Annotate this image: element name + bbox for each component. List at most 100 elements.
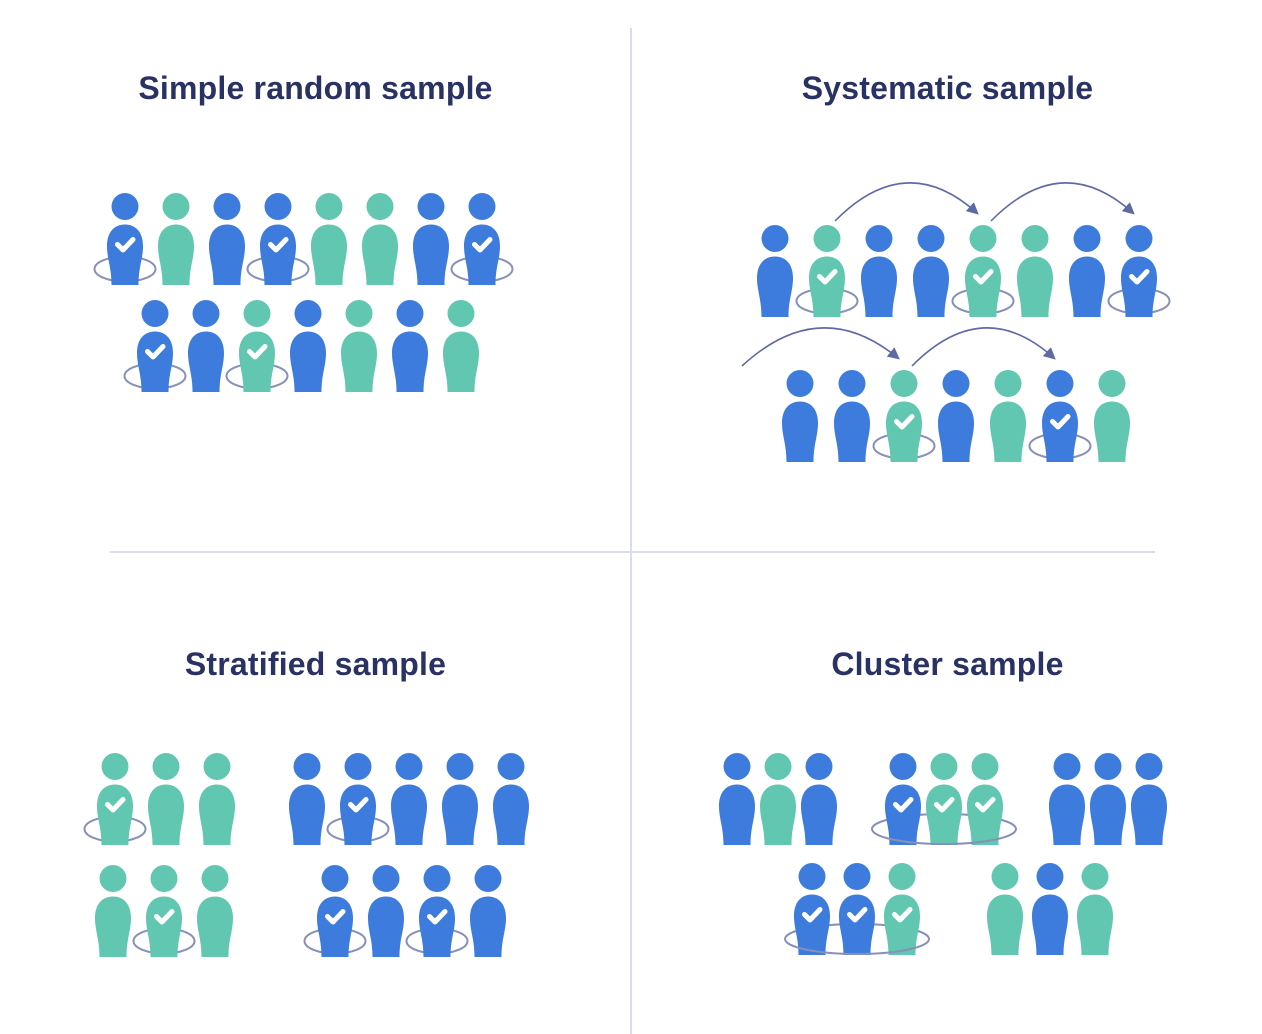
people-group [303, 865, 510, 957]
people-row [0, 753, 631, 845]
person-icon [760, 753, 796, 845]
person-icon [341, 300, 377, 392]
person [285, 753, 329, 845]
people-rows [633, 552, 1262, 1034]
person [1045, 753, 1089, 845]
horizontal-divider [110, 551, 1155, 553]
person-icon [1017, 225, 1053, 317]
person-icon [886, 370, 922, 462]
person [715, 753, 759, 845]
person-selected [336, 753, 380, 845]
quadrant-systematic-sample: Systematic sample [633, 30, 1262, 552]
cluster-group-selected [871, 753, 1017, 845]
person-icon [239, 300, 275, 392]
person [1090, 370, 1134, 462]
person-icon [443, 300, 479, 392]
person-icon [1094, 370, 1130, 462]
person [778, 370, 822, 462]
person-icon [392, 300, 428, 392]
skip-arrow-icon [741, 327, 1056, 367]
people-group [123, 300, 483, 392]
person-icon [884, 863, 920, 955]
people-row [0, 865, 631, 957]
person-icon [1077, 863, 1113, 955]
person-icon [938, 370, 974, 462]
person-icon [391, 753, 427, 845]
people-rows [0, 552, 631, 1034]
group-selection-ellipse-front [784, 938, 930, 955]
people-row [0, 300, 631, 392]
person [1013, 225, 1057, 317]
person [857, 225, 901, 317]
person-icon [1032, 863, 1068, 955]
person-icon [199, 753, 235, 845]
people-group [91, 865, 237, 957]
person [364, 865, 408, 957]
quadrant-title: Stratified sample [184, 646, 447, 682]
person-selected [881, 753, 925, 845]
person-icon [137, 300, 173, 392]
person-icon [987, 863, 1023, 955]
people-row [633, 753, 1262, 845]
person [144, 753, 188, 845]
person-icon [340, 753, 376, 845]
skip-arrow-icon [834, 182, 1135, 222]
checkmark-icon [973, 269, 994, 285]
people-row [0, 193, 631, 285]
checkmark-icon [115, 237, 136, 253]
person-icon [801, 753, 837, 845]
quadrant-title: Systematic sample [801, 70, 1094, 106]
checkmark-icon [817, 269, 838, 285]
person [154, 193, 198, 285]
person-selected [880, 863, 924, 955]
person-icon [1049, 753, 1085, 845]
person-selected [256, 193, 300, 285]
person [388, 300, 432, 392]
person [909, 225, 953, 317]
checkmark-icon [247, 344, 268, 360]
person [184, 300, 228, 392]
people-rows [0, 30, 631, 552]
checkmark-icon [348, 797, 369, 813]
person-selected [313, 865, 357, 957]
person-icon [839, 863, 875, 955]
person-selected [133, 300, 177, 392]
person-icon [107, 193, 143, 285]
checkmark-icon [847, 907, 868, 923]
person-icon [834, 370, 870, 462]
checkmark-icon [894, 414, 915, 430]
person-icon [413, 193, 449, 285]
person-icon [260, 193, 296, 285]
checkmark-icon [1129, 269, 1150, 285]
person-selected [963, 753, 1007, 845]
person-selected [882, 370, 926, 462]
person-icon [794, 863, 830, 955]
person-icon [719, 753, 755, 845]
person-selected [805, 225, 849, 317]
person-icon [757, 225, 793, 317]
person-icon [965, 225, 1001, 317]
person [358, 193, 402, 285]
person [307, 193, 351, 285]
person-selected [460, 193, 504, 285]
person [1028, 863, 1072, 955]
person-icon [146, 865, 182, 957]
person-icon [289, 753, 325, 845]
person-icon [362, 193, 398, 285]
person-selected [103, 193, 147, 285]
quadrant-title: Simple random sample [138, 70, 493, 106]
person-selected [93, 753, 137, 845]
person [409, 193, 453, 285]
checkmark-icon [154, 909, 175, 925]
person-icon [95, 865, 131, 957]
person-icon [419, 865, 455, 957]
person-icon [148, 753, 184, 845]
person [337, 300, 381, 392]
person-icon [782, 370, 818, 462]
people-row [633, 182, 1262, 317]
person-icon [311, 193, 347, 285]
people-group [753, 182, 1171, 317]
person-icon [493, 753, 529, 845]
checkmark-icon [893, 797, 914, 813]
